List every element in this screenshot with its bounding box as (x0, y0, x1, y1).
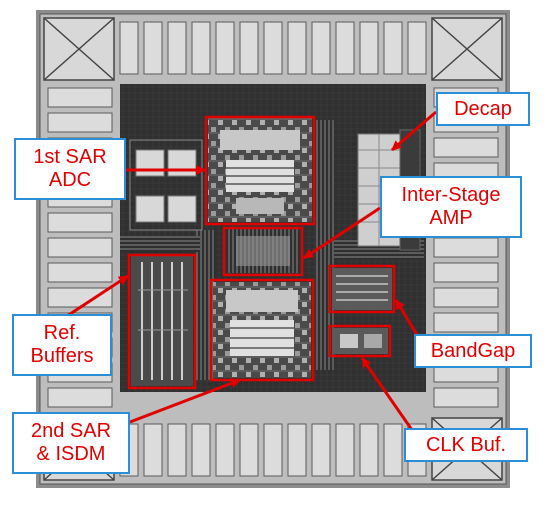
bond-pad (191, 21, 211, 75)
arrow-sar2 (129, 378, 241, 424)
bond-pad (335, 423, 355, 477)
block-clk-buf (328, 324, 392, 358)
arrow-interstage (303, 206, 381, 260)
bond-pad (287, 423, 307, 477)
bond-pad (359, 21, 379, 75)
bond-pad (239, 21, 259, 75)
arrows (63, 110, 437, 431)
bond-pad (433, 287, 499, 308)
label-bandgap: BandGap (414, 334, 532, 368)
bond-pad (433, 237, 499, 258)
bond-pad (215, 423, 235, 477)
label-decap-line1: Decap (454, 97, 512, 120)
bond-pad (311, 21, 331, 75)
bond-pad (383, 21, 403, 75)
bond-pad (311, 423, 331, 477)
arrow-bandgap (394, 299, 422, 341)
bond-pad (239, 423, 259, 477)
label-sar1-line1: 1st SAR (33, 146, 107, 168)
arrow-decap (391, 110, 437, 152)
bond-pad (143, 423, 163, 477)
block-sar1 (204, 115, 316, 226)
label-clkbuf-line1: CLK Buf. (425, 433, 507, 456)
bond-pad (191, 423, 211, 477)
bond-pad (433, 137, 499, 158)
label-sar2: 2nd SAR & ISDM (12, 412, 130, 474)
label-interstage-line1: Inter-Stage (401, 184, 501, 206)
bond-pad (47, 212, 113, 233)
bond-pad (167, 21, 187, 75)
bond-pad (47, 237, 113, 258)
label-refbuf-line1: Ref. (43, 322, 81, 344)
bond-pad (287, 21, 307, 75)
bond-pad (47, 87, 113, 108)
bond-pad (47, 387, 113, 408)
bond-pad (215, 21, 235, 75)
bond-pad (143, 21, 163, 75)
bond-pad (383, 423, 403, 477)
bond-pad (433, 387, 499, 408)
pad-ring-top (119, 21, 427, 75)
label-refbuf: Ref. Buffers (12, 314, 112, 376)
label-sar1: 1st SAR ADC (14, 138, 126, 200)
bond-pad (433, 312, 499, 333)
arrow-refbuf (63, 274, 129, 320)
label-sar2-line2: & ISDM (36, 443, 106, 465)
bond-pad (47, 112, 113, 133)
bond-pad (407, 21, 427, 75)
label-interstage: Inter-Stage AMP (380, 176, 522, 238)
bond-pad (119, 21, 139, 75)
bond-pad (47, 287, 113, 308)
pad-ring-bottom (119, 423, 427, 477)
label-refbuf-line2: Buffers (30, 345, 94, 367)
label-clkbuf: CLK Buf. (404, 428, 528, 462)
label-decap: Decap (436, 92, 530, 126)
bond-pad (263, 21, 283, 75)
bond-pad (335, 21, 355, 75)
label-sar2-line1: 2nd SAR (30, 420, 112, 442)
bond-pad (167, 423, 187, 477)
block-ref-buffers (127, 253, 197, 390)
label-interstage-line2: AMP (429, 207, 473, 229)
bond-pad (47, 262, 113, 283)
block-bandgap (328, 264, 396, 314)
block-interstage-amp (222, 226, 304, 277)
bond-pad (433, 262, 499, 283)
bond-pad (263, 423, 283, 477)
block-sar2 (209, 278, 315, 382)
arrow-clkbuf (360, 357, 414, 431)
label-sar1-line2: ADC (48, 169, 92, 191)
label-bandgap-line1: BandGap (430, 339, 516, 362)
bond-pad (359, 423, 379, 477)
